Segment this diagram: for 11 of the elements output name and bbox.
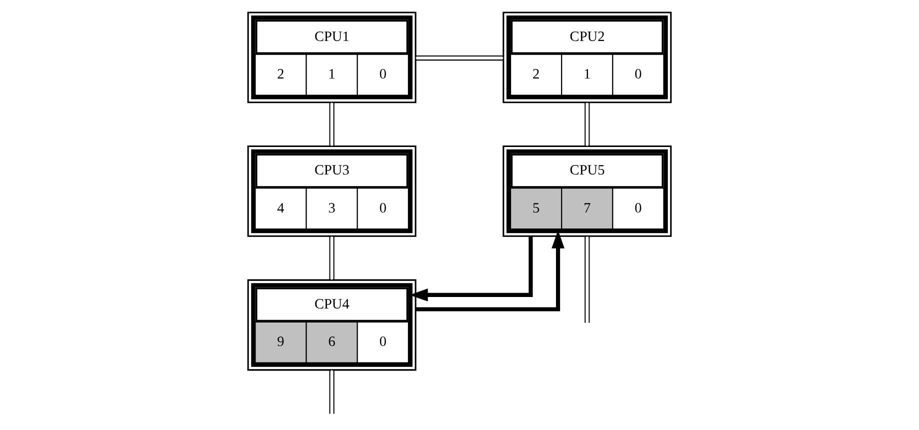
connector	[416, 55, 504, 61]
node-box: CPU1 2 1 0	[247, 12, 416, 104]
connector	[584, 236, 590, 323]
connector	[584, 102, 590, 146]
node-box: CPU5 5 7 0	[502, 146, 672, 237]
connector	[329, 236, 334, 280]
connector	[329, 370, 334, 414]
node-box: CPU4 9 6 0	[247, 279, 416, 371]
node-box: CPU2 2 1 0	[502, 12, 672, 104]
node-box: CPU3 4 3 0	[247, 146, 416, 237]
connector	[329, 102, 334, 146]
